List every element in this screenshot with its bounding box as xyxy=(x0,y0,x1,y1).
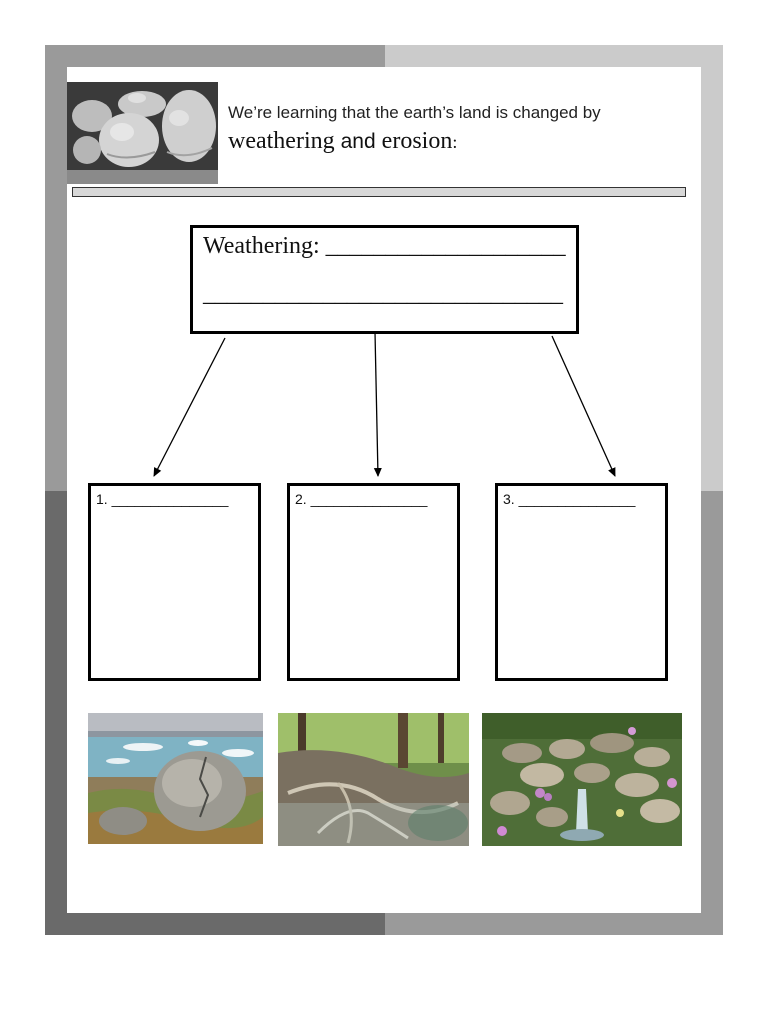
rock-garden-stream-photo xyxy=(482,713,682,846)
answer-box-3[interactable]: 3. _______________ xyxy=(495,483,668,681)
title-and: and xyxy=(340,130,376,153)
cracked-boulder-photo xyxy=(88,713,263,844)
rocks-photo xyxy=(67,82,218,184)
page-title: weathering and erosion: xyxy=(228,128,457,155)
header-divider xyxy=(72,187,686,197)
title-erosion: erosion xyxy=(381,128,453,154)
page-subtitle: We’re learning that the earth’s land is … xyxy=(228,103,601,122)
arrow-icon xyxy=(551,335,616,477)
weathering-definition-line2: ______________________________ xyxy=(203,281,563,307)
forest-roots-photo xyxy=(278,713,469,846)
title-colon: : xyxy=(452,132,458,152)
answer-box-label: 1. _______________ xyxy=(96,491,229,507)
arrow-icon xyxy=(153,337,226,477)
answer-box-label: 3. _______________ xyxy=(503,491,636,507)
weathering-definition-line1: Weathering: ____________________ xyxy=(203,233,566,259)
title-weathering: weathering xyxy=(228,128,335,154)
answer-box-label: 2. _______________ xyxy=(295,491,428,507)
answer-box-2[interactable]: 2. _______________ xyxy=(287,483,460,681)
arrow-icon xyxy=(373,331,382,477)
weathering-definition-box xyxy=(190,225,579,334)
answer-box-1[interactable]: 1. _______________ xyxy=(88,483,261,681)
